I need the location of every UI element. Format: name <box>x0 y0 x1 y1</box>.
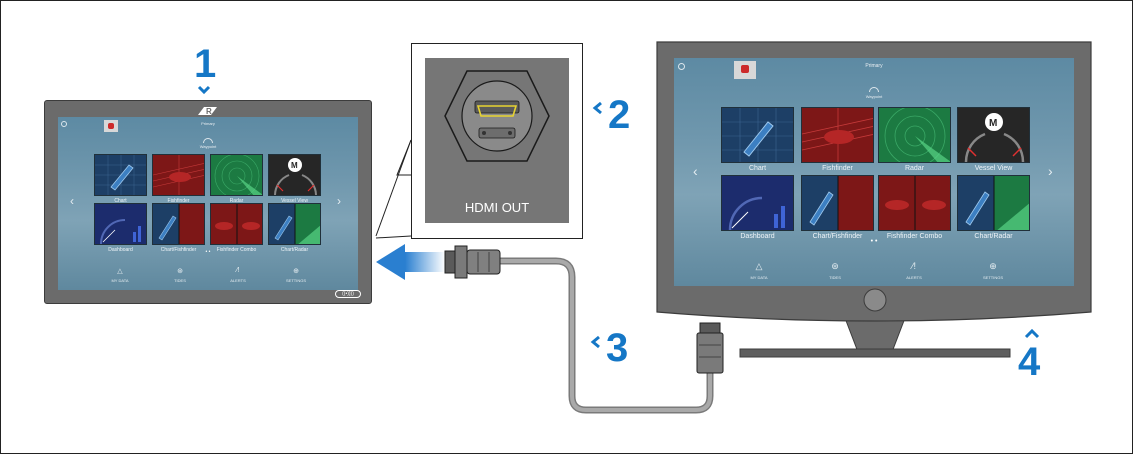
step-2-number: 2 <box>608 93 631 137</box>
app-tile-radar[interactable] <box>210 154 263 196</box>
triangle-nodes-icon[interactable]: △ <box>117 268 123 275</box>
svg-text:M: M <box>989 118 997 129</box>
hdmi-callout: HDMI OUT <box>411 43 583 239</box>
monitor-tile-label-fishfinder-combo: Fishfinder Combo <box>886 233 943 240</box>
monitor-page-next-icon[interactable]: › <box>1048 163 1053 179</box>
dock-label-alerts: ALERTS <box>230 278 246 283</box>
waypoint-icon[interactable] <box>203 138 213 143</box>
hdmi-port-icon <box>444 70 550 162</box>
monitor-tile-label-radar: Radar <box>904 165 925 172</box>
status-subtitle: Waypoint <box>199 144 217 149</box>
monitor-page-prev-icon[interactable]: ‹ <box>693 163 698 179</box>
dock-label-my-data: MY DATA <box>111 278 129 283</box>
app-tile-dashboard[interactable] <box>94 203 147 245</box>
step-1-chevron-icon <box>197 82 211 95</box>
monitor-alert-icon[interactable]: ⁄! <box>911 261 916 271</box>
monitor-tile-dashboard[interactable] <box>721 175 794 231</box>
svg-text:M: M <box>291 161 298 170</box>
monitor-tile-radar[interactable] <box>878 107 951 163</box>
display-unit-screen: Primary Waypoint ‹ › Chart Fishfinder Ra… <box>58 117 358 290</box>
globe-gear-icon[interactable]: ⊕ <box>293 268 299 275</box>
monitor-status-title: Primary <box>865 63 883 69</box>
alert-icon[interactable]: ⁄! <box>236 267 240 274</box>
tile-label-chart-radar: Chart/Radar <box>280 247 309 253</box>
dock-label-tides: TIDES <box>174 278 186 283</box>
monitor-tile-chart-radar[interactable] <box>957 175 1030 231</box>
step-1-number: 1 <box>194 42 217 86</box>
app-tile-chart-fishfinder[interactable] <box>152 203 205 245</box>
monitor-dock-label-tides: TIDES <box>829 275 841 280</box>
monitor-tile-label-dashboard: Dashboard <box>740 233 775 240</box>
monitor-tile-fishfinder[interactable] <box>801 107 874 163</box>
tile-label-radar: Radar <box>229 198 244 204</box>
monitor-triangle-nodes-icon[interactable]: △ <box>755 261 763 271</box>
step-4-chevron-icon <box>1024 326 1040 339</box>
monitor-tile-vessel-view[interactable]: M <box>957 107 1030 163</box>
app-tile-fishfinder-combo[interactable] <box>210 203 263 245</box>
tile-label-vessel-view: Vessel View <box>281 198 308 204</box>
monitor-dock-label-settings: SETTINGS <box>982 275 1003 280</box>
page-next-icon[interactable]: › <box>337 194 341 208</box>
monitor-alarm-badge[interactable] <box>734 61 756 79</box>
alarm-badge[interactable] <box>104 120 118 132</box>
app-tile-chart-radar[interactable] <box>268 203 321 245</box>
monitor-tile-label-fishfinder: Fishfinder <box>822 165 853 172</box>
hdmi-out-label: HDMI OUT <box>464 200 530 215</box>
monitor-tile-label-chart-radar: Chart/Radar <box>974 233 1013 240</box>
step-3-number: 3 <box>606 326 629 370</box>
step-2-chevron-icon <box>592 101 604 115</box>
page-prev-icon[interactable]: ‹ <box>70 194 74 208</box>
power-icon[interactable] <box>61 121 67 127</box>
tile-label-chart-fishfinder: Chart/Fishfinder <box>160 247 197 253</box>
monitor-page-dots: • • <box>870 238 878 245</box>
svg-text:R: R <box>206 107 212 116</box>
monitor-power-button[interactable] <box>864 289 886 311</box>
monitor-tile-label-chart-fishfinder: Chart/Fishfinder <box>812 233 863 240</box>
monitor-tile-chart-fishfinder[interactable] <box>801 175 874 231</box>
step-3-chevron-icon <box>590 335 602 349</box>
monitor-tile-label-chart: Chart <box>748 165 767 172</box>
tile-label-fishfinder-combo: Fishfinder Combo <box>216 247 257 253</box>
app-tile-fishfinder[interactable] <box>152 154 205 196</box>
step-4-number: 4 <box>1018 340 1041 384</box>
monitor-tile-label-vessel-view: Vessel View <box>974 165 1013 172</box>
monitor-status-subtitle: Waypoint <box>865 94 883 99</box>
tile-label-chart: Chart <box>114 198 127 204</box>
dock-label-settings: SETTINGS <box>285 278 306 283</box>
monitor-wheel-icon[interactable]: ⊛ <box>831 261 839 271</box>
status-title: Primary <box>201 121 215 126</box>
monitor-tile-fishfinder-combo[interactable] <box>878 175 951 231</box>
monitor-waypoint-icon[interactable] <box>869 87 879 92</box>
tile-label-dashboard: Dashboard <box>108 247 133 253</box>
monitor-dock-label-alerts: ALERTS <box>906 275 922 280</box>
monitor-tile-chart[interactable] <box>721 107 794 163</box>
raymarine-logo-icon: R <box>198 103 218 116</box>
monitor-power-icon[interactable] <box>678 63 685 70</box>
app-tile-chart[interactable] <box>94 154 147 196</box>
wheel-icon[interactable]: ⊛ <box>177 268 183 275</box>
monitor-screen: Primary Waypoint ‹ › Chart Fishfinder Ra… <box>674 58 1074 286</box>
hdmi-port-panel: HDMI OUT <box>425 58 569 223</box>
monitor-dock-label-my-data: MY DATA <box>750 275 768 280</box>
monitor-globe-gear-icon[interactable]: ⊕ <box>989 261 997 271</box>
page-dots: • • <box>205 249 211 255</box>
app-tile-vessel-view[interactable]: M <box>268 154 321 196</box>
model-badge: ((•)))) <box>335 290 361 298</box>
tile-label-fishfinder: Fishfinder <box>167 198 190 204</box>
